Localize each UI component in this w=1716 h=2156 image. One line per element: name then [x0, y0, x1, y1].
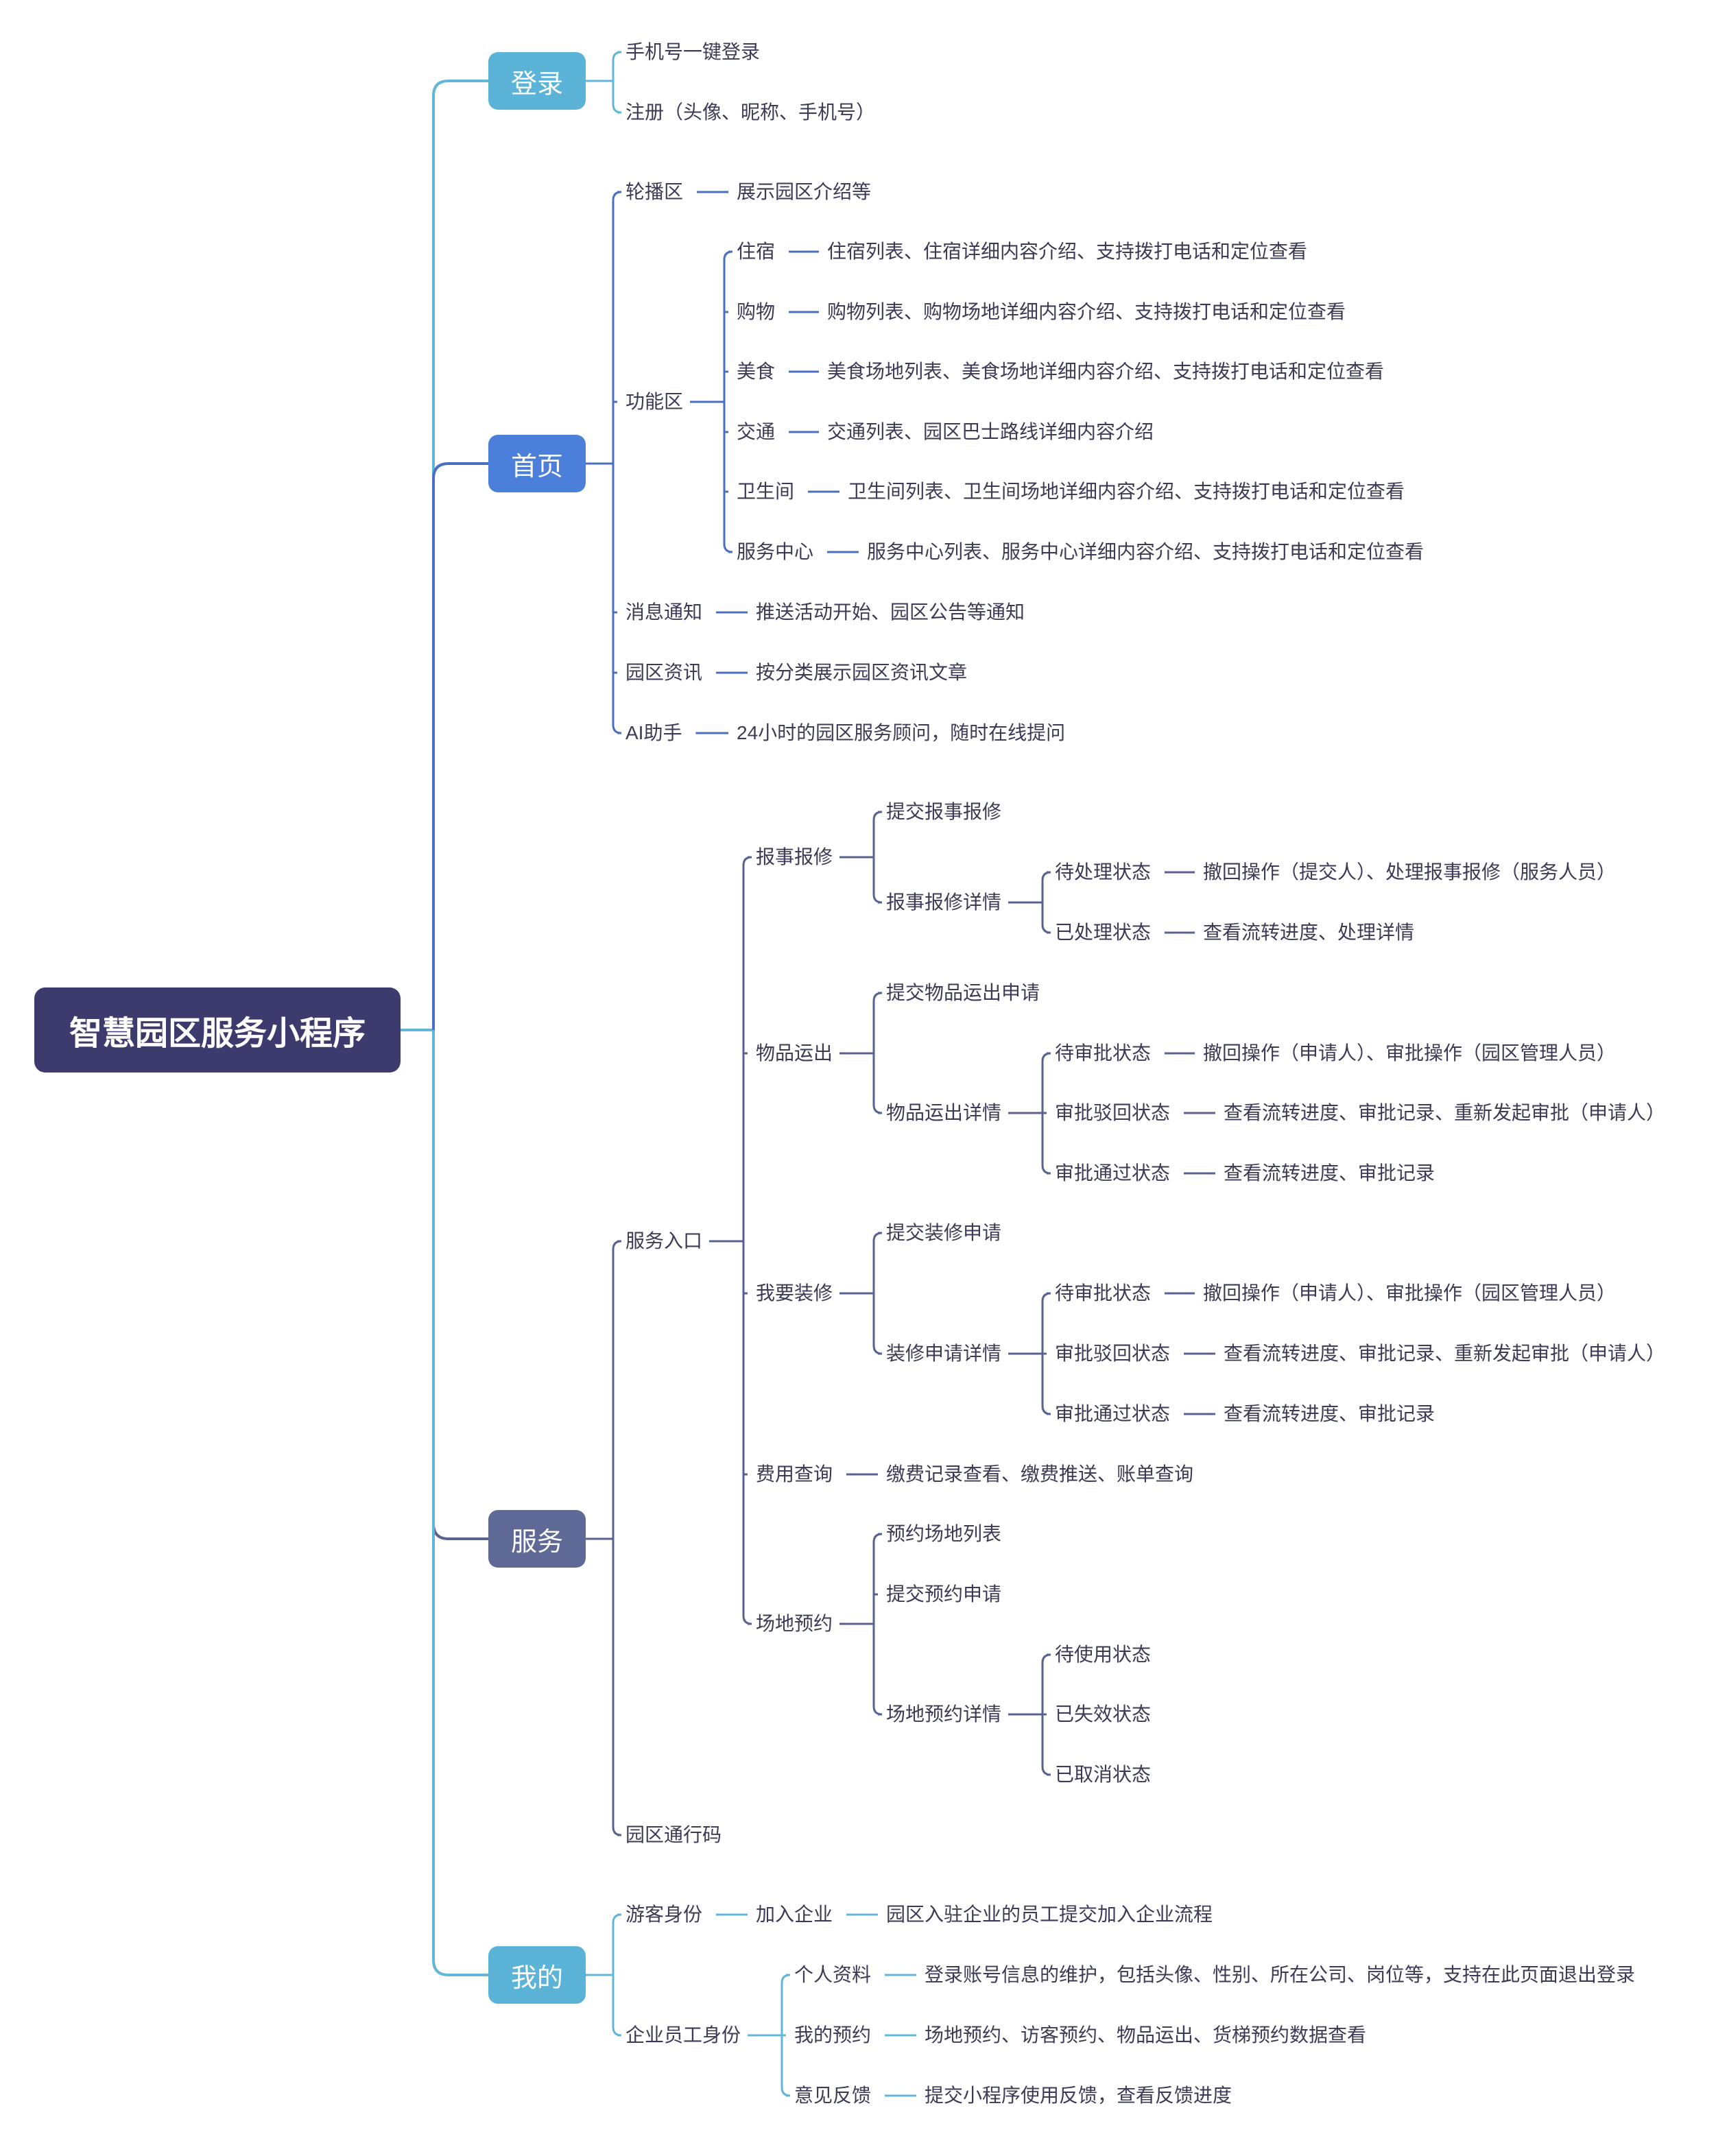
node-2-0-4-2-0: 待使用状态: [1055, 1644, 1152, 1665]
node-1-1-2: 美食: [737, 361, 776, 382]
node-1-1-0-0: 住宿列表、住宿详细内容介绍、支持拨打电话和定位查看: [827, 241, 1308, 262]
node-2-0-2-1-1: 审批驳回状态: [1055, 1343, 1171, 1364]
node-3-1-2-0: 提交小程序使用反馈，查看反馈进度: [925, 2085, 1232, 2106]
node-2-0-2: 我要装修: [756, 1282, 833, 1304]
node-2-0-1-1-1-0: 查看流转进度、审批记录、重新发起审批（申请人）: [1224, 1102, 1666, 1123]
node-1-1-3-0: 交通列表、园区巴士路线详细内容介绍: [827, 421, 1154, 442]
node-3-1-1: 我的预约: [794, 2024, 872, 2046]
node-2-0-4: 场地预约: [756, 1613, 833, 1634]
node-3-1: 企业员工身份: [625, 2024, 741, 2046]
branch-3: 我的: [488, 1946, 586, 2004]
node-2-0-1-1-0-0: 撤回操作（申请人）、审批操作（园区管理人员）: [1203, 1042, 1617, 1064]
node-0-1: 注册（头像、昵称、手机号）: [625, 101, 876, 123]
node-1-1-4-0: 卫生间列表、卫生间场地详细内容介绍、支持拨打电话和定位查看: [848, 481, 1405, 502]
node-1-1-5-0: 服务中心列表、服务中心详细内容介绍、支持拨打电话和定位查看: [867, 541, 1425, 562]
node-1-2-0: 推送活动开始、园区公告等通知: [756, 601, 1025, 623]
node-3-0-0-0: 园区入驻企业的员工提交加入企业流程: [886, 1904, 1213, 1925]
node-1-1: 功能区: [625, 391, 684, 412]
node-1-1-2-0: 美食场地列表、美食场地详细内容介绍、支持拨打电话和定位查看: [827, 361, 1385, 382]
node-1-4-0: 24小时的园区服务顾问，随时在线提问: [737, 722, 1066, 743]
node-2-0-2-1-0-0: 撤回操作（申请人）、审批操作（园区管理人员）: [1203, 1282, 1617, 1304]
node-2-0-1-1-0: 待审批状态: [1055, 1042, 1152, 1064]
node-2-0-4-2: 场地预约详情: [886, 1703, 1002, 1725]
node-2-0-3-0: 缴费记录查看、缴费推送、账单查询: [886, 1463, 1194, 1485]
node-2-0-0-1-1: 已处理状态: [1055, 922, 1152, 943]
node-2-0-3: 费用查询: [756, 1463, 833, 1485]
node-1-1-1-0: 购物列表、购物场地详细内容介绍、支持拨打电话和定位查看: [827, 301, 1346, 322]
node-2-0-2-1-2-0: 查看流转进度、审批记录: [1224, 1403, 1435, 1424]
branch-1: 首页: [488, 435, 586, 492]
node-2-0-2-0: 提交装修申请: [886, 1222, 1002, 1243]
node-2-0-0: 报事报修: [756, 846, 833, 867]
branch-2: 服务: [488, 1510, 586, 1568]
node-2-0-1-1-2: 审批通过状态: [1055, 1162, 1171, 1184]
node-2-0-0-1: 报事报修详情: [886, 891, 1002, 913]
node-3-1-1-0: 场地预约、访客预约、物品运出、货梯预约数据查看: [925, 2024, 1367, 2046]
node-2-0-1-0: 提交物品运出申请: [886, 982, 1040, 1003]
node-2-0-1-1-2-0: 查看流转进度、审批记录: [1224, 1162, 1435, 1184]
node-1-3-0: 按分类展示园区资讯文章: [756, 662, 968, 683]
branch-0: 登录: [488, 52, 586, 110]
node-2-0-0-1-1-0: 查看流转进度、处理详情: [1203, 922, 1415, 943]
node-2-1: 园区通行码: [625, 1824, 722, 1845]
node-2-0-4-0: 预约场地列表: [886, 1523, 1002, 1544]
node-2-0-2-1-1-0: 查看流转进度、审批记录、重新发起审批（申请人）: [1224, 1343, 1666, 1364]
node-3-0-0: 加入企业: [756, 1904, 833, 1925]
node-1-0-0: 展示园区介绍等: [737, 181, 872, 202]
node-3-1-2: 意见反馈: [794, 2085, 872, 2106]
node-1-1-0: 住宿: [737, 241, 776, 262]
node-2-0-2-1: 装修申请详情: [886, 1343, 1002, 1364]
node-1-2: 消息通知: [625, 601, 703, 623]
node-2-0-4-1: 提交预约申请: [886, 1583, 1002, 1605]
node-1-4: AI助手: [625, 722, 682, 743]
node-1-1-4: 卫生间: [737, 481, 795, 502]
node-2-0-0-1-0: 待处理状态: [1055, 861, 1152, 883]
node-2-0: 服务入口: [625, 1230, 703, 1251]
node-2-0-0-1-0-0: 撤回操作（提交人）、处理报事报修（服务人员）: [1203, 861, 1617, 883]
root-node: 智慧园区服务小程序: [34, 987, 401, 1073]
node-2-0-1-1: 物品运出详情: [886, 1102, 1002, 1123]
node-3-1-0-0: 登录账号信息的维护，包括头像、性别、所在公司、岗位等，支持在此页面退出登录: [925, 1964, 1636, 1985]
node-1-1-3: 交通: [737, 421, 776, 442]
node-0-0: 手机号一键登录: [625, 41, 761, 62]
node-2-0-4-2-2: 已取消状态: [1055, 1764, 1152, 1785]
node-1-3: 园区资讯: [625, 662, 703, 683]
node-2-0-4-2-1: 已失效状态: [1055, 1703, 1152, 1725]
node-1-0: 轮播区: [625, 181, 684, 202]
node-2-0-2-1-2: 审批通过状态: [1055, 1403, 1171, 1424]
node-2-0-1: 物品运出: [756, 1042, 833, 1064]
node-1-1-1: 购物: [737, 301, 776, 322]
node-3-0: 游客身份: [625, 1904, 703, 1925]
node-2-0-0-0: 提交报事报修: [886, 801, 1002, 822]
node-1-1-5: 服务中心: [737, 541, 814, 562]
node-2-0-2-1-0: 待审批状态: [1055, 1282, 1152, 1304]
node-2-0-1-1-1: 审批驳回状态: [1055, 1102, 1171, 1123]
node-3-1-0: 个人资料: [794, 1964, 872, 1985]
